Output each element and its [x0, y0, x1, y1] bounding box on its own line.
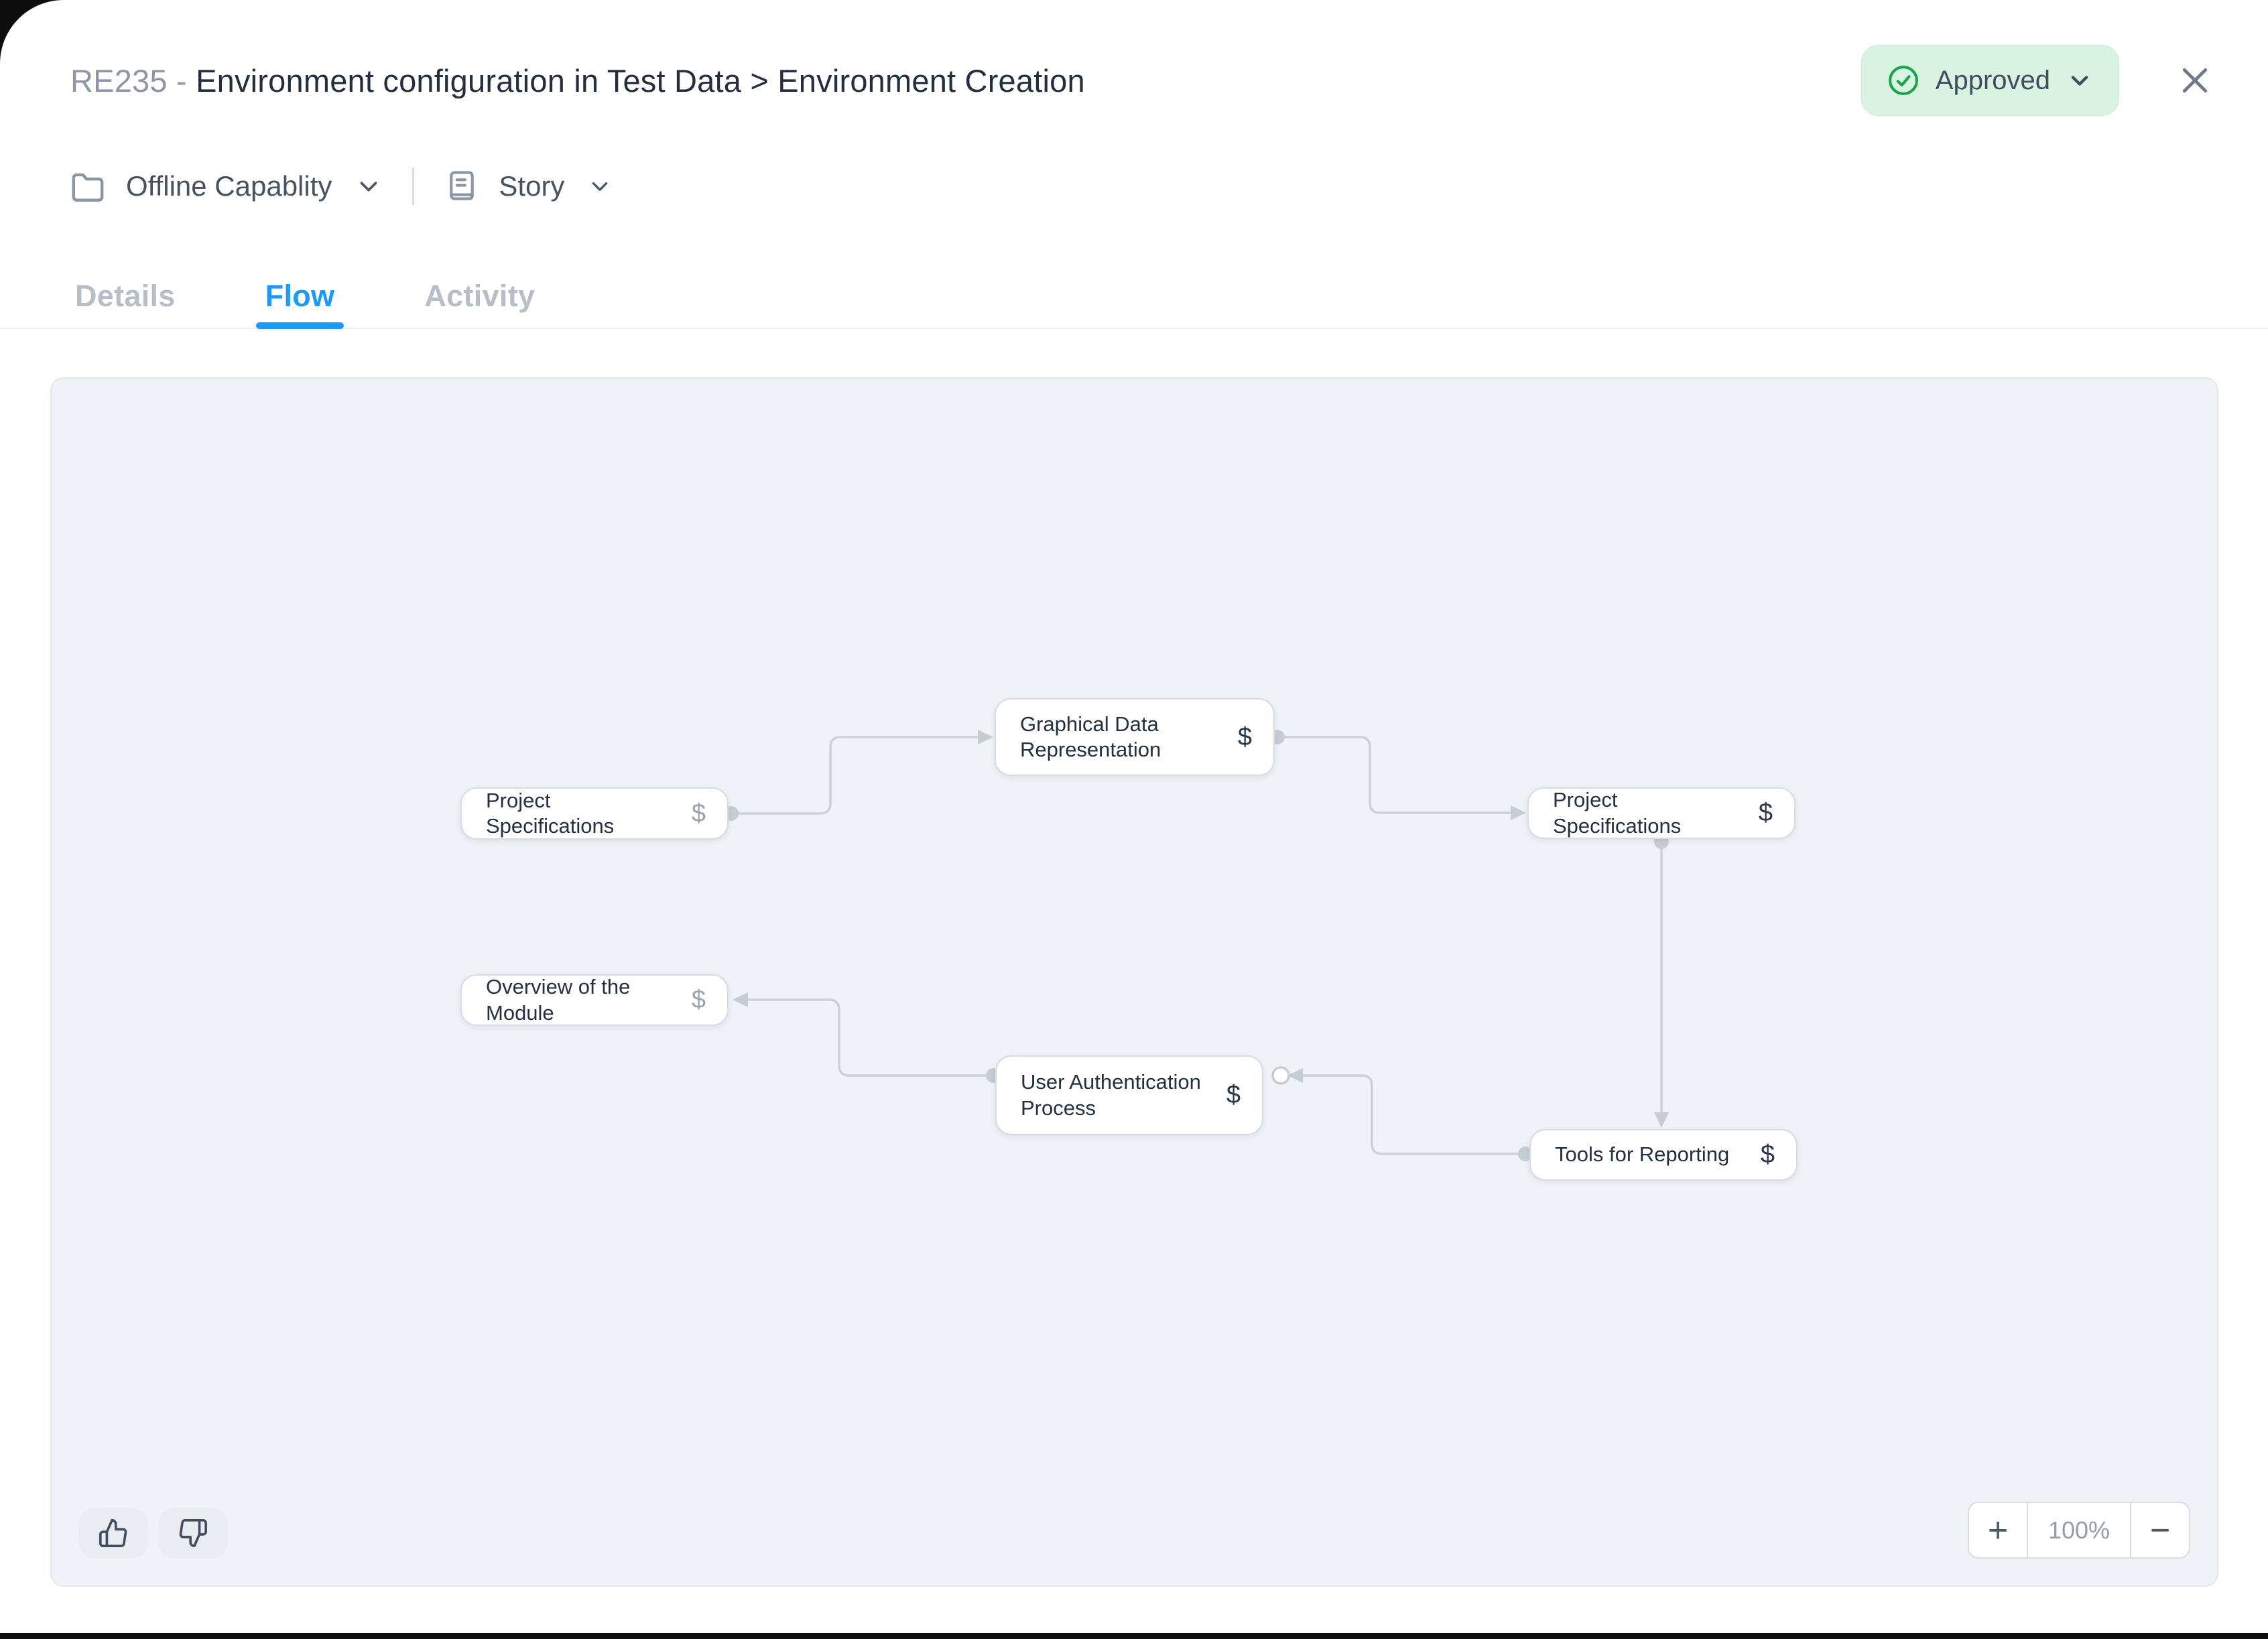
divider [412, 168, 415, 205]
dollar-icon: $ [1760, 1140, 1775, 1169]
flow-node-overview-of-the-module[interactable]: Overview of the Module $ [460, 974, 729, 1026]
dollar-icon: $ [691, 986, 706, 1014]
node-label: Tools for Reporting [1555, 1142, 1730, 1167]
flow-node-graphical-data-representation[interactable]: Graphical Data Representation $ [995, 698, 1275, 776]
check-circle-icon [1886, 63, 1921, 98]
tab-bar: Details Flow Activity [0, 265, 2268, 329]
type-label: Story [499, 170, 565, 202]
chevron-down-icon [586, 172, 614, 200]
folder-icon [67, 166, 109, 207]
tab-details[interactable]: Details [75, 265, 176, 328]
edge-target-port [1271, 1066, 1290, 1085]
node-label: Project Specifications [486, 788, 615, 838]
flow-node-project-specifications-1[interactable]: Project Specifications $ [460, 787, 729, 840]
issue-title: Environment configuration in Test Data >… [196, 62, 1085, 99]
page-title: RE235 - Environment configuration in Tes… [70, 62, 1861, 99]
status-badge[interactable]: Approved [1861, 45, 2119, 116]
node-label: User Authentication Process [1021, 1070, 1201, 1120]
thumbs-down-icon [178, 1518, 208, 1549]
arrowhead [978, 730, 993, 744]
tab-flow[interactable]: Flow [255, 265, 344, 329]
chevron-down-icon [2065, 66, 2094, 95]
feedback-buttons [78, 1508, 228, 1559]
dollar-icon: $ [691, 799, 706, 828]
folder-label: Offline Capablity [126, 170, 332, 202]
folder-select[interactable]: Offline Capablity [67, 166, 384, 207]
zoom-out-button[interactable]: − [2131, 1503, 2189, 1557]
node-label: Project Specifications [1553, 788, 1682, 838]
flow-node-user-authentication-process[interactable]: User Authentication Process $ [995, 1055, 1263, 1135]
type-select[interactable]: Story [442, 167, 614, 206]
thumbs-down-button[interactable] [158, 1508, 228, 1559]
tab-activity[interactable]: Activity [424, 265, 535, 328]
chevron-down-icon [353, 171, 384, 202]
edge-tools-to-uap [1292, 1074, 1525, 1155]
zoom-control: + 100% − [1968, 1502, 2190, 1559]
flow-edges [724, 730, 1669, 1161]
thumbs-up-button[interactable] [78, 1508, 148, 1559]
node-label: Graphical Data Representation [1020, 712, 1161, 761]
flow-canvas[interactable]: Project Specifications $ Graphical Data … [50, 377, 2218, 1587]
edge-source-dot [1518, 1146, 1533, 1161]
arrowhead [1511, 805, 1526, 820]
close-icon [2176, 61, 2214, 100]
arrowhead [1287, 1068, 1303, 1083]
flow-node-tools-for-reporting[interactable]: Tools for Reporting $ [1529, 1129, 1798, 1181]
edge-ps-left-to-gdr [733, 736, 989, 815]
zoom-level: 100% [2027, 1503, 2131, 1557]
edge-gdr-to-ps-right [1277, 736, 1522, 814]
meta-row: Offline Capablity Story [67, 153, 614, 220]
dollar-icon: $ [1237, 722, 1252, 751]
flow-node-project-specifications-2[interactable]: Project Specifications $ [1527, 787, 1796, 839]
issue-id: RE235 - [70, 62, 196, 99]
dollar-icon: $ [1226, 1081, 1241, 1109]
zoom-in-button[interactable]: + [1969, 1503, 2027, 1557]
thumbs-up-icon [98, 1518, 129, 1549]
dollar-icon: $ [1758, 799, 1773, 827]
story-icon [442, 167, 481, 206]
node-label: Overview of the Module [486, 975, 631, 1025]
status-label: Approved [1935, 65, 2050, 95]
arrowhead [1654, 1112, 1669, 1128]
edge-uap-to-overview [738, 998, 993, 1077]
arrowhead [733, 992, 748, 1007]
close-button[interactable] [2171, 57, 2218, 104]
title-row: RE235 - Environment configuration in Tes… [70, 40, 2218, 121]
